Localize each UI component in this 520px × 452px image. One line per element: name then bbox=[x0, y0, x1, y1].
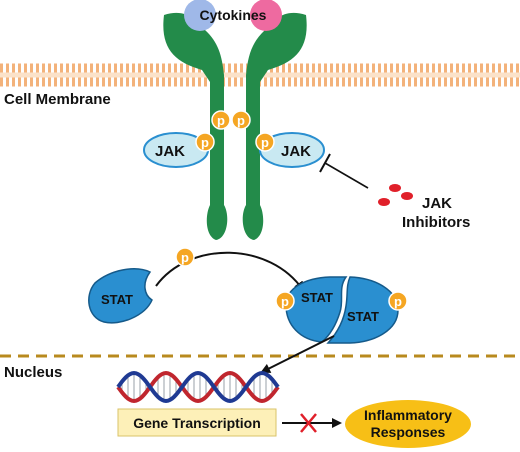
stat-label: STAT bbox=[101, 292, 133, 307]
phospho-label: p bbox=[281, 294, 289, 309]
jak-inhibition-line bbox=[319, 153, 369, 189]
phospho-icon bbox=[175, 247, 195, 267]
phospho-icon bbox=[275, 291, 295, 311]
inhibitor-label-line2: Inhibitors bbox=[402, 214, 470, 231]
stat-dimer-right-label: STAT bbox=[347, 309, 379, 324]
nuclear-translocation-arrow bbox=[260, 335, 335, 373]
stat-monomer: STAT bbox=[88, 268, 153, 324]
phospho-label: p bbox=[394, 294, 402, 309]
jak-label: JAK bbox=[281, 143, 311, 160]
phospho-label: p bbox=[237, 113, 245, 128]
dna-strand-red bbox=[116, 370, 280, 404]
phospho-icon bbox=[255, 132, 275, 152]
responses-label-line1: Inflammatory bbox=[364, 407, 452, 423]
dna-strand-blue bbox=[116, 370, 280, 404]
inhibitor-molecule bbox=[401, 192, 413, 200]
phospho-icon bbox=[388, 291, 408, 311]
cytokines: Cytokines bbox=[184, 0, 282, 31]
receptor-phosphates: p p bbox=[211, 110, 251, 130]
gene-transcription-box bbox=[117, 408, 277, 437]
cytokine-receptor bbox=[163, 12, 307, 240]
phosphorylation-arrow bbox=[155, 251, 305, 292]
responses-ellipse bbox=[345, 400, 471, 448]
receptor-right-chain bbox=[242, 12, 307, 240]
inhibitor-molecule bbox=[389, 184, 401, 192]
phospho-label: p bbox=[217, 113, 225, 128]
nucleus-label: Nucleus bbox=[4, 364, 62, 381]
inhibitor-label-line1: JAK bbox=[422, 195, 452, 212]
stat-dimer-left-label: STAT bbox=[301, 290, 333, 305]
inflammatory-responses: Inflammatory Responses bbox=[345, 400, 471, 448]
phospho-icon bbox=[211, 110, 231, 130]
phospho-label: p bbox=[181, 250, 189, 265]
jak-inhibitors: JAK Inhibitors bbox=[378, 184, 470, 231]
blocked-x-icon bbox=[300, 413, 317, 433]
phospho-label: p bbox=[261, 135, 269, 150]
gene-transcription-label: Gene Transcription bbox=[133, 415, 261, 431]
stat-shape bbox=[88, 268, 153, 324]
responses-label-line2: Responses bbox=[371, 424, 446, 440]
receptor-left-chain bbox=[163, 12, 228, 240]
phospho-icon bbox=[195, 132, 215, 152]
stat-dimer: STAT STAT p p bbox=[275, 276, 408, 344]
phosphate-transfer: p bbox=[175, 247, 195, 267]
inhibitor-molecule bbox=[378, 198, 390, 206]
dna-helix bbox=[116, 370, 280, 404]
phospho-label: p bbox=[201, 135, 209, 150]
cytokine-right-molecule bbox=[250, 0, 282, 31]
phospho-icon bbox=[231, 110, 251, 130]
cell-membrane-label: Cell Membrane bbox=[4, 91, 111, 108]
jak-left: JAK p bbox=[143, 132, 215, 168]
cytokines-label: Cytokines bbox=[200, 7, 267, 23]
jak-label: JAK bbox=[155, 143, 185, 160]
jak-right: JAK p bbox=[255, 132, 325, 168]
gene-transcription: Gene Transcription bbox=[117, 408, 277, 437]
stat-dimer-left bbox=[285, 276, 348, 343]
cytokine-left-molecule bbox=[184, 0, 216, 31]
